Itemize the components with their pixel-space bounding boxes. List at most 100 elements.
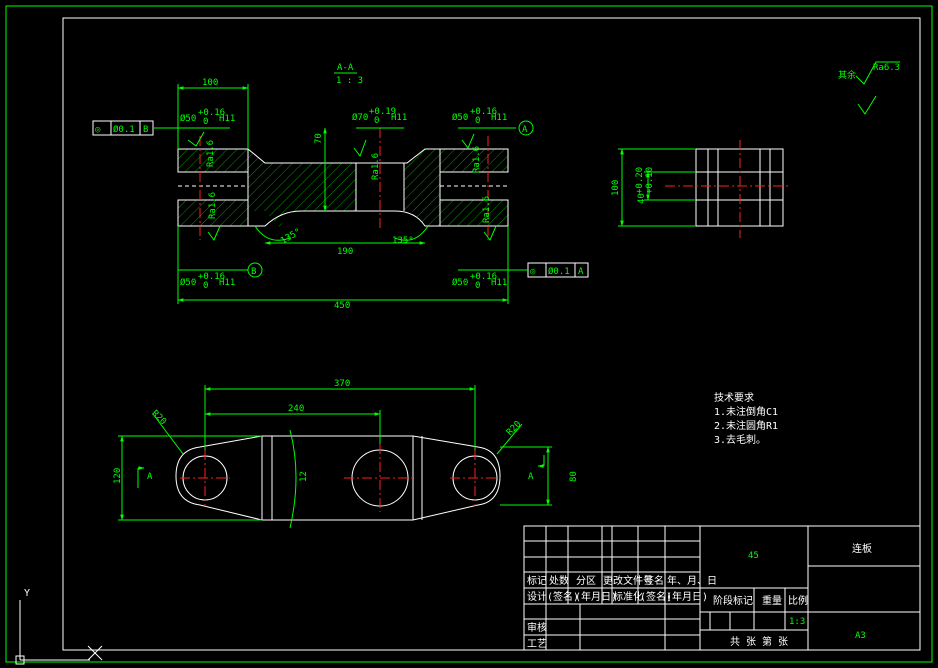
tb-d-2: (年月日): [575, 590, 617, 603]
tb-scale: 1:3: [789, 617, 805, 627]
tb-d-0: 设计: [527, 590, 547, 603]
tech-item-3: 3.去毛刺。: [714, 434, 766, 446]
tb-h-0: 标记: [527, 575, 547, 587]
svg-text:H11: H11: [391, 113, 407, 123]
section-scale: 1 : 3: [336, 76, 363, 86]
plan-dim-370: 370: [334, 379, 350, 389]
svg-text:Ø0.1: Ø0.1: [113, 124, 135, 135]
side-dim-100: 100: [611, 180, 621, 196]
tb-d-4: (签名): [640, 590, 672, 603]
section-outline: [177, 148, 509, 227]
svg-text:A: A: [578, 267, 584, 277]
hole-left-bot-tol: Ø50 +0.16 0 H11: [180, 272, 235, 291]
angle-135-left: 135°: [279, 227, 303, 247]
svg-text:Ø0.1: Ø0.1: [548, 266, 570, 277]
plan-dim-80: 80: [569, 471, 579, 482]
svg-text:0: 0: [203, 281, 208, 291]
svg-text:Ra6.3: Ra6.3: [873, 63, 900, 73]
svg-text:+0.16: +0.16: [198, 108, 225, 118]
plan-r20-left: R20: [149, 409, 168, 428]
svg-text:+0.16: +0.16: [198, 272, 225, 282]
tb-h-1: 处数: [549, 574, 569, 587]
ucs-y: Y: [24, 588, 30, 599]
global-roughness: 其余 Ra6.3: [838, 61, 900, 115]
tech-title: 技术要求: [714, 391, 754, 404]
svg-text:其余: 其余: [838, 69, 856, 81]
svg-text:◎: ◎: [530, 267, 536, 277]
dim-190: 190: [337, 247, 353, 257]
svg-text:◎: ◎: [95, 125, 101, 135]
gdt-frame-left: ◎ Ø0.1 B: [92, 120, 178, 136]
dim-100-top: 100: [202, 78, 218, 88]
tb-h-2: 分区: [576, 575, 596, 587]
svg-text:Ra1.6: Ra1.6: [472, 146, 482, 173]
datum-b: B: [230, 262, 263, 278]
title-block: 标记 处数 分区 更改文件号 签名 年、月、日 设计 (签名) (年月日) 标准…: [523, 525, 921, 651]
svg-text:0: 0: [475, 281, 480, 291]
svg-text:0: 0: [374, 116, 379, 126]
plan-dim-120: 120: [113, 468, 123, 484]
svg-text:0: 0: [203, 117, 208, 127]
svg-text:Ra1.6: Ra1.6: [482, 196, 492, 223]
plan-r20-right: R20: [505, 419, 524, 438]
section-view: A-A 1 : 3 100 70 190 4: [92, 63, 589, 311]
svg-text:+0.16: +0.16: [470, 272, 497, 282]
tb-sheet-size: A3: [855, 631, 866, 641]
tb-d-5: (年月日): [666, 590, 708, 603]
svg-text:H11: H11: [491, 113, 507, 123]
section-hatch: [178, 149, 356, 228]
svg-text:Ra1.6: Ra1.6: [206, 140, 216, 167]
hole-center-top-tol: Ø70 +0.19 0 H11: [352, 107, 407, 126]
datum-a: A: [518, 120, 534, 136]
svg-text:Ra1.6: Ra1.6: [371, 153, 381, 180]
svg-text:Ø50: Ø50: [452, 112, 468, 123]
dim-450: 450: [334, 301, 350, 311]
gdt-frame-right: ◎ Ø0.1 A: [508, 262, 589, 278]
svg-text:H11: H11: [219, 278, 235, 288]
tb-h-4: 签名: [644, 574, 664, 587]
hole-left-top-tol: Ø50 +0.16 0 H11: [180, 108, 235, 127]
dim-70: 70: [314, 133, 324, 144]
svg-text:Ø50: Ø50: [180, 113, 196, 124]
tb-process: 工艺: [527, 638, 547, 650]
tb-material: 45: [748, 551, 759, 561]
plan-view: 370 240 R20 R20 120 80 12 A A: [113, 379, 579, 529]
plan-sec-a-left: A: [147, 472, 153, 482]
tb-review: 审核: [527, 621, 547, 634]
outer-border: [5, 5, 933, 663]
side-tol-up: +0.20: [635, 167, 645, 194]
angle-135-right: 135°: [392, 236, 414, 246]
svg-text:Ø50: Ø50: [180, 277, 196, 288]
svg-text:Ra1.6: Ra1.6: [208, 192, 218, 219]
plan-dim-12: 12: [299, 471, 309, 482]
plan-dim-240: 240: [288, 404, 304, 414]
inner-border: [62, 17, 921, 651]
svg-text:A: A: [522, 125, 528, 135]
svg-text:Ø50: Ø50: [452, 277, 468, 288]
svg-text:B: B: [143, 125, 148, 135]
roughness-marks-section: Ra1.6 Ra1.6 Ra1.6 Ra1.6 Ra1.6: [187, 131, 497, 241]
section-name: A-A: [337, 63, 354, 73]
side-view: 100 40 +0.20 +0.10: [611, 140, 790, 238]
hole-right-top-tol: Ø50 +0.16 0 H11: [452, 107, 507, 126]
tech-item-1: 1.未注倒角C1: [714, 405, 778, 418]
svg-text:H11: H11: [219, 114, 235, 124]
svg-text:+0.16: +0.16: [470, 107, 497, 117]
tb-weight: 重量: [762, 594, 782, 607]
tech-requirements: 技术要求 1.未注倒角C1 2.未注圆角R1 3.去毛刺。: [714, 391, 778, 446]
ucs-icon: Y: [15, 588, 103, 665]
plan-sec-a-right: A: [528, 472, 534, 482]
tb-d-3: 标准化: [613, 590, 643, 603]
svg-text:H11: H11: [491, 278, 507, 288]
side-dim-40: 40: [637, 193, 647, 204]
side-tol-low: +0.10: [645, 167, 655, 194]
tb-h-5: 年、月、日: [667, 574, 717, 587]
svg-text:B: B: [251, 267, 256, 277]
tech-item-2: 2.未注圆角R1: [714, 419, 778, 432]
tb-h-3: 更改文件号: [603, 574, 653, 587]
tb-scale-label: 比例: [788, 594, 808, 607]
tb-d-1: (签名): [547, 590, 579, 603]
svg-text:0: 0: [475, 116, 480, 126]
tb-sheets: 共 张 第 张: [730, 635, 788, 648]
